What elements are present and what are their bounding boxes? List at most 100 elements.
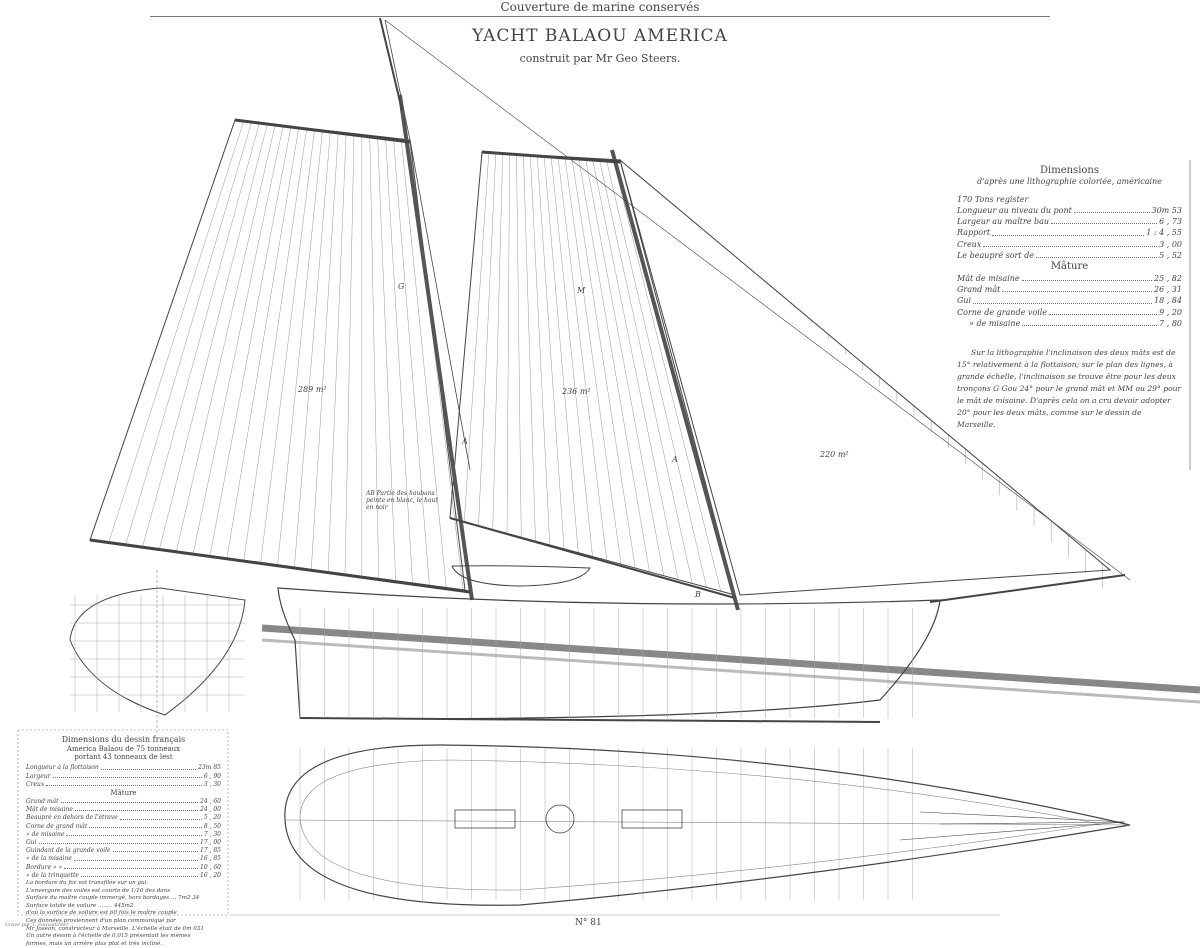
hatch-line	[277, 129, 323, 566]
french-notes: La bordure du foc est transfilée sur un …	[26, 880, 221, 948]
row-value: 23m 85	[198, 764, 221, 772]
mark-a2: A	[672, 455, 678, 464]
fore-mast	[610, 149, 740, 611]
hatch-line	[311, 131, 339, 570]
mature-heading: Mâture	[1050, 261, 1089, 273]
row-label: Largeur	[26, 772, 51, 780]
hatch-line	[464, 152, 490, 522]
table-source: d'après une lithographie coloriée, améri…	[977, 177, 1162, 187]
row-label: Largeur au maître bau	[957, 217, 1050, 227]
mast-mark-g: G	[398, 282, 405, 291]
engraver-credit: Gravé par T. Sauvadinter	[5, 922, 69, 928]
body-section-grid	[70, 595, 245, 712]
hatch-line	[492, 153, 503, 530]
row-label: Creux	[26, 780, 45, 788]
row-value: 8 , 50	[203, 822, 221, 830]
row-value: 30m 53	[1151, 205, 1183, 215]
hatch-line	[599, 158, 693, 584]
hatch-line	[192, 125, 284, 554]
hatch-line	[585, 157, 664, 576]
main-boom	[89, 538, 471, 594]
hatch-line	[377, 136, 396, 581]
mark-b: B	[695, 590, 701, 599]
hatch-line	[478, 152, 497, 526]
hatch-line	[159, 123, 268, 550]
hatch-line	[260, 129, 315, 563]
note-line: L'envergure des voiles est courte de 1/1…	[26, 887, 171, 894]
hatch-line	[543, 155, 579, 553]
table-row: Gui 18 , 84	[957, 295, 1182, 306]
table-row: » de la trinquette 16 , 20	[26, 872, 221, 880]
tonnage: 170 Tons register	[957, 194, 1029, 204]
row-label: Mât de misaine	[957, 273, 1020, 283]
hatch-line	[108, 120, 244, 543]
page-title: YACHT BALAOU AMERICA	[472, 26, 728, 46]
note-line: formes, mais un arrière plus plat et trè…	[26, 940, 163, 947]
keel	[299, 717, 881, 723]
note-line: Mr Joseon, constructeur à Marseille. L'é…	[26, 925, 204, 932]
row-value: 16 , 85	[200, 855, 221, 863]
row-label: Longueur à la flottaison	[26, 764, 99, 772]
main-sail-hatching	[108, 120, 464, 590]
skylight-fore	[621, 809, 683, 829]
dimensions-french-table: Dimensions du dessin français America Ba…	[26, 735, 221, 948]
waterline-band-upper	[261, 624, 1200, 694]
row-value: 10 , 60	[200, 863, 221, 871]
row-value: 18 , 84	[1154, 296, 1182, 306]
table-line-2: portant 43 tonneaux de lest	[74, 753, 173, 762]
body-section	[69, 587, 246, 716]
jib-area-label: 220 m²	[820, 450, 849, 459]
row-label: » de misaine	[26, 830, 65, 838]
hatch-line	[516, 153, 522, 538]
row-label: Le beaupré sort de	[957, 251, 1034, 261]
table-row: Longueur au niveau du pont 30m 53	[957, 205, 1182, 216]
dimensions-american-table: Dimensions d'après une lithographie colo…	[957, 165, 1182, 431]
fore-sail-hatching	[464, 152, 721, 592]
row-value: 5 , 20	[203, 814, 221, 822]
hatch-line	[592, 158, 679, 580]
skylight-aft	[454, 809, 516, 829]
row-label: Mât de misaine	[26, 806, 73, 814]
hatch-line	[125, 121, 252, 545]
note-line: La bordure du foc est transfilée sur un …	[26, 880, 149, 887]
shroud-annotation: AB Partie des haubans peinte en blanc, l…	[366, 490, 438, 511]
table-row: Bordure » »10 , 60	[26, 864, 221, 872]
series-header: Couverture de marine conservés	[500, 0, 700, 14]
table-heading: Dimensions du dessin français	[61, 735, 186, 744]
row-value: 3 , 00	[1159, 239, 1182, 249]
hatch-line	[506, 153, 510, 534]
jib-sail	[619, 158, 1112, 596]
hatch-line	[536, 155, 565, 549]
forestay	[384, 19, 1131, 581]
row-label: Gui	[26, 839, 37, 847]
table-line-1: America Balaou de 75 tonneaux	[66, 745, 181, 753]
row-value: 6 , 73	[1159, 217, 1182, 227]
hatch-line	[523, 154, 536, 542]
row-label: » de misaine	[969, 318, 1021, 328]
row-value: 26 , 31	[1154, 284, 1182, 294]
plate-number: N° 81	[575, 918, 602, 928]
row-label: » de la trinquette	[26, 871, 79, 879]
bowsprit	[929, 574, 1126, 603]
hatch-line	[369, 135, 379, 579]
note-line: d'où la surface de voilure est 60 fois l…	[26, 910, 177, 917]
hatch-line	[142, 122, 260, 548]
mast-mark-m: M	[577, 286, 586, 295]
row-label: Longueur au niveau du pont	[957, 205, 1072, 215]
row-value: 16 , 20	[200, 871, 221, 879]
waterline-band-lower	[261, 638, 1200, 704]
hatch-line	[605, 159, 707, 588]
row-label: Gui	[957, 296, 972, 306]
hatch-line	[571, 157, 636, 569]
